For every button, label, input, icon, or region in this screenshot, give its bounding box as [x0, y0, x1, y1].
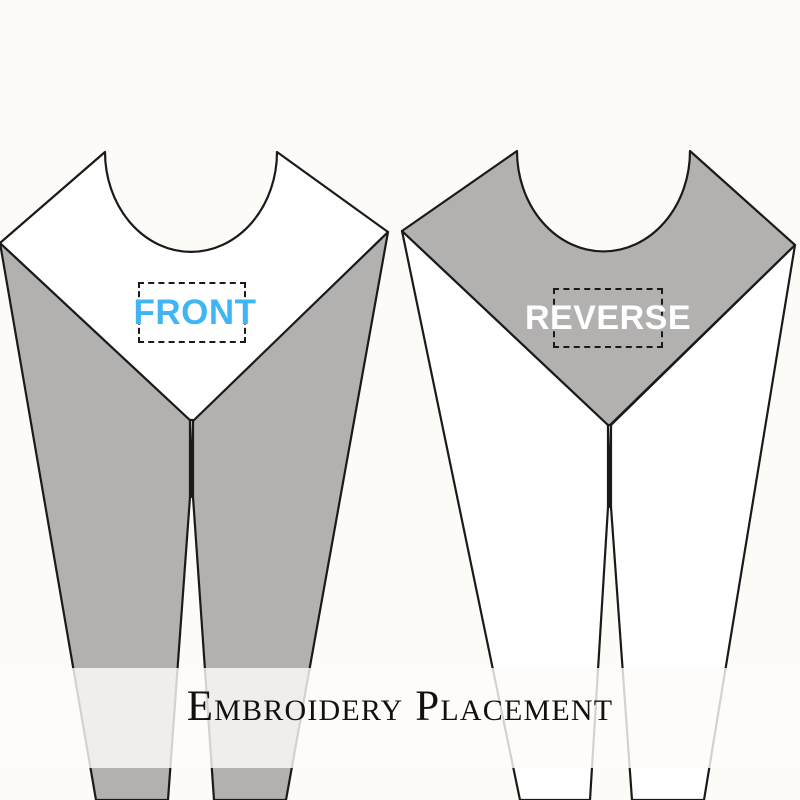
reverse-placement-label: REVERSE — [525, 299, 691, 337]
front-center-slit — [188, 418, 195, 499]
front-placement-label: FRONT — [133, 293, 257, 332]
diagram-caption: Embroidery Placement — [186, 683, 614, 730]
front-view-garment — [0, 150, 390, 800]
reverse-placement-marker[interactable]: REVERSE — [525, 288, 691, 348]
reverse-center-slit — [606, 423, 613, 509]
front-shawl-body — [0, 150, 390, 424]
front-placement-marker[interactable]: FRONT — [133, 282, 256, 343]
